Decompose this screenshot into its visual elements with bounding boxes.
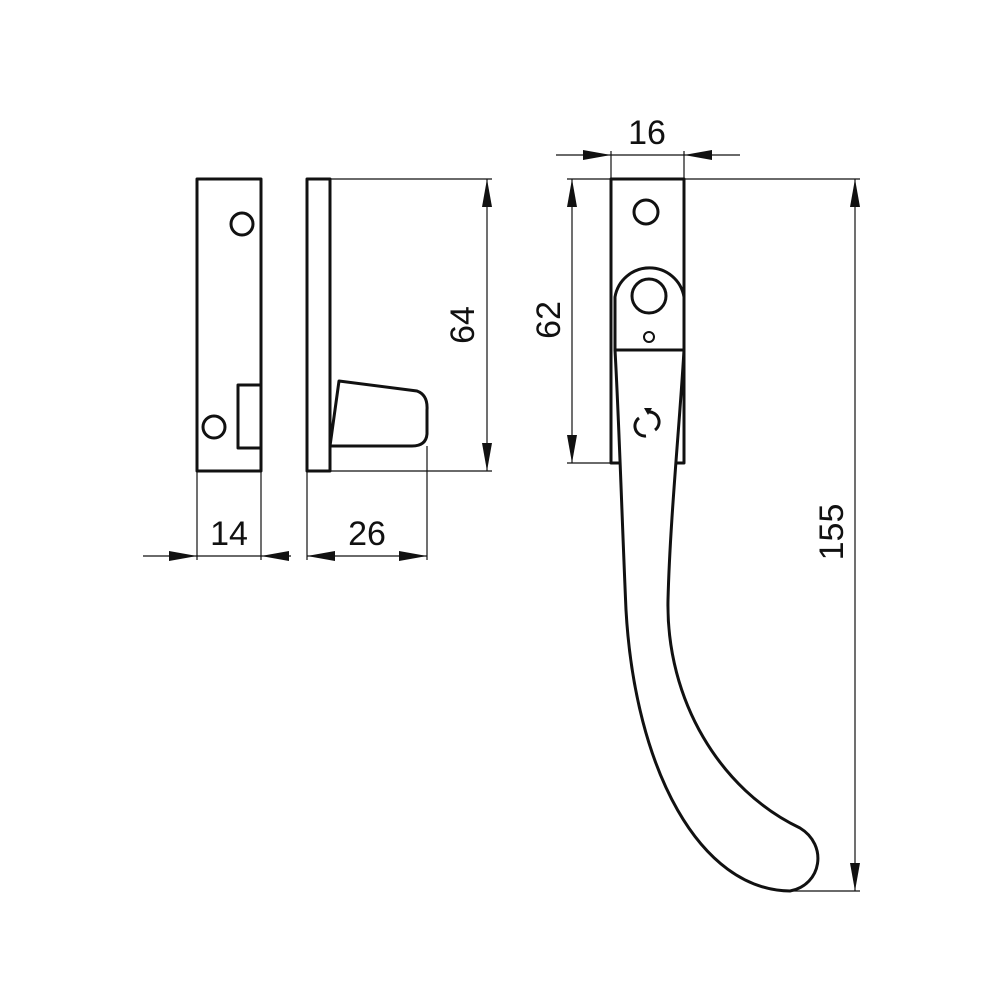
dimension-label-16: 16 [628,114,666,152]
espagnolette-handle [609,177,820,893]
dimension-keep-projection: 26 [306,446,428,561]
dim-arrow [583,150,611,160]
dim-arrow [684,150,712,160]
dimension-label-26: 26 [348,515,386,553]
dim-arrow [169,551,197,561]
handle-screw-hole [632,198,660,226]
dimension-keep-height: 64 [330,178,492,472]
dimension-handle-length: 155 [684,178,860,892]
dim-arrow [850,863,860,891]
dim-arrow [307,551,335,561]
dim-arrow [261,551,289,561]
keep-screw-hole-top [229,211,255,237]
dim-arrow [399,551,427,561]
dimension-label-64: 64 [444,306,482,344]
dimension-handle-base-height: 62 [530,178,611,464]
keep-hook [328,379,429,448]
keep-side-view [305,177,429,473]
rotation-arrow-head-1 [644,408,652,415]
handle-lever [613,348,820,893]
dim-arrow [567,435,577,463]
dimension-keep-width: 14 [143,471,291,561]
handle-spindle-hole [630,277,668,315]
keep-front-view [195,177,263,473]
dim-arrow [482,443,492,471]
keep-side-plate [305,177,332,473]
handle-small-hole [643,331,655,343]
keep-screw-hole-bottom [201,414,227,440]
dimension-handle-width: 16 [556,114,740,179]
dim-arrow [567,179,577,207]
rotation-symbol-icon [633,410,661,438]
dimension-label-155: 155 [813,504,851,561]
dim-arrow [482,179,492,207]
keep-slot [236,383,263,450]
dim-arrow [850,179,860,207]
dimension-label-62: 62 [530,301,568,339]
dimension-label-14: 14 [210,515,248,553]
